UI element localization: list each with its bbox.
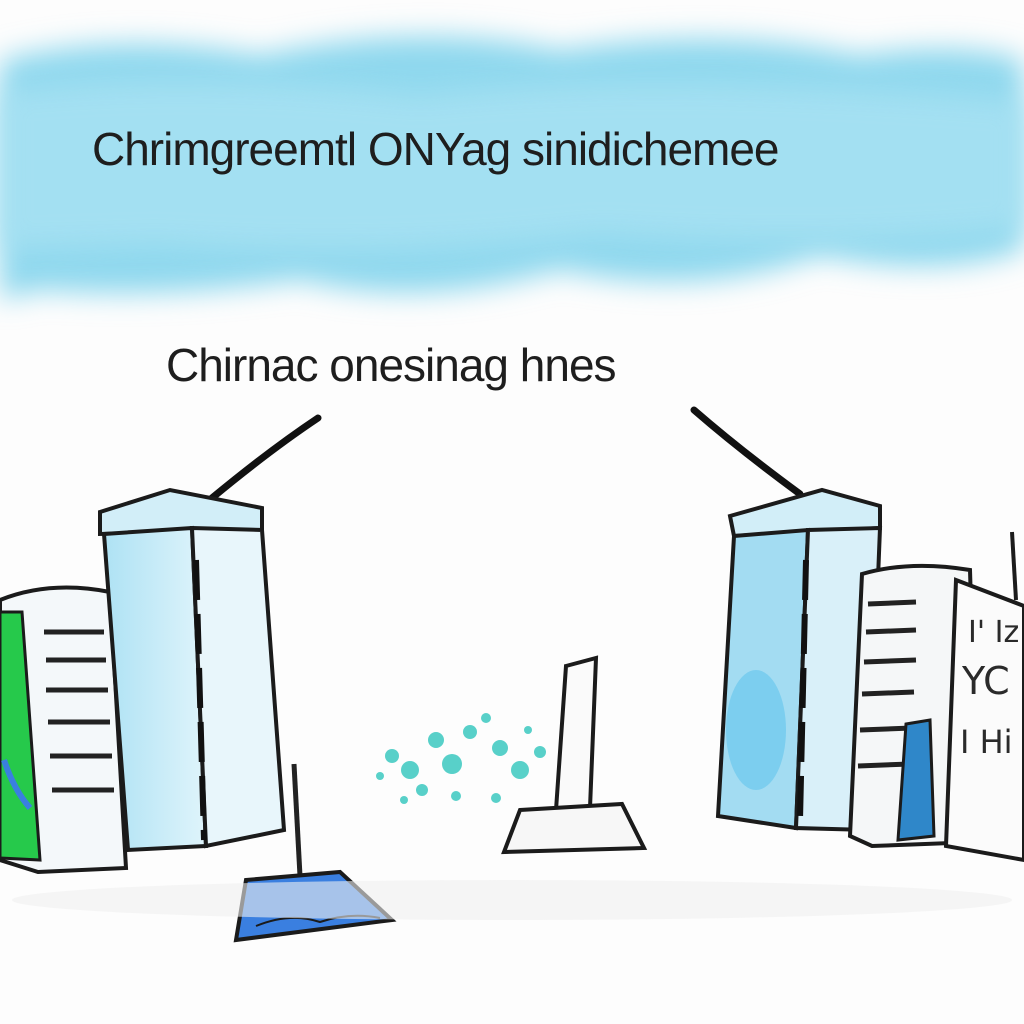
skyscraper-right <box>715 487 883 833</box>
sign-glyphs-line-3: I Hi <box>960 723 1013 761</box>
skyscraper-left <box>98 487 287 853</box>
building-right-low <box>847 531 1024 863</box>
cloud-banner <box>0 36 1024 301</box>
sign-glyphs-line-1: I' Iz <box>968 615 1020 650</box>
headline-text: Chrimgreemtl ONYag sinidichemee <box>92 123 780 175</box>
antenna-cable-left <box>208 414 322 502</box>
antenna-cable-right <box>690 406 804 498</box>
building-left-low <box>0 585 129 875</box>
monument-tower <box>501 655 648 855</box>
subheading-text: Chirnac onesinag hnes <box>166 339 617 391</box>
ground-shadow <box>12 880 1012 920</box>
water-splash <box>376 713 546 804</box>
sign-glyphs-line-2: YC <box>962 659 1010 703</box>
